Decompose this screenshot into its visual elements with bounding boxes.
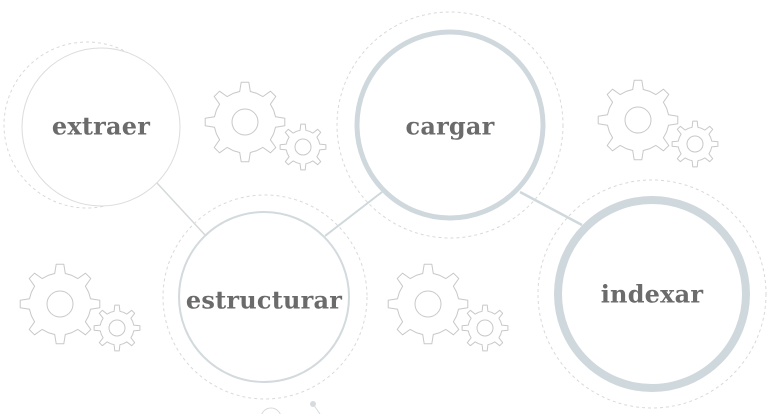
connector-estructurar-cargar bbox=[324, 191, 383, 237]
gear-icon-hole bbox=[294, 138, 312, 156]
node-label-extraer: extraer bbox=[51, 111, 151, 141]
gear-icon bbox=[597, 79, 679, 161]
ring-indexar bbox=[554, 196, 750, 392]
bottom-decoration bbox=[261, 401, 321, 414]
gear-decorations bbox=[19, 79, 719, 352]
gear-icon-hole bbox=[686, 135, 704, 153]
halo-cargar bbox=[336, 11, 564, 239]
gear-icon-hole bbox=[624, 106, 652, 134]
gear-icon bbox=[387, 263, 469, 345]
gear-icon-body bbox=[279, 123, 327, 171]
node-rings bbox=[21, 29, 750, 392]
connector-extraer-estructurar bbox=[156, 182, 206, 236]
gear-icon-hole bbox=[46, 290, 74, 318]
gear-icon-body bbox=[387, 263, 469, 345]
gear-icon bbox=[279, 123, 327, 171]
gear-icon-body bbox=[204, 81, 286, 163]
gear-icon-hole bbox=[414, 290, 442, 318]
node-label-estructurar: estructurar bbox=[185, 285, 343, 315]
node-label-indexar: indexar bbox=[600, 279, 704, 309]
gear-icon-body bbox=[597, 79, 679, 161]
gear-icon bbox=[19, 263, 101, 345]
gear-icon bbox=[671, 120, 719, 168]
small-ring-decoration bbox=[261, 407, 281, 414]
gear-icon-body bbox=[19, 263, 101, 345]
gear-icon-body bbox=[461, 304, 509, 352]
connector-cargar-indexar bbox=[519, 190, 583, 227]
gear-icon-hole bbox=[476, 319, 494, 337]
gear-icon-body bbox=[671, 120, 719, 168]
ring-estructurar bbox=[178, 211, 350, 383]
gear-icon bbox=[461, 304, 509, 352]
halo-indexar bbox=[537, 179, 767, 409]
ring-extraer bbox=[21, 47, 181, 207]
halo-estructurar bbox=[162, 194, 368, 400]
gear-icon-hole bbox=[108, 319, 126, 337]
gear-icon bbox=[93, 304, 141, 352]
ring-cargar bbox=[354, 29, 546, 221]
dot-tail-decoration bbox=[312, 403, 321, 414]
gear-icon-body bbox=[93, 304, 141, 352]
gear-icon bbox=[204, 81, 286, 163]
gear-icon-hole bbox=[231, 108, 259, 136]
connectors bbox=[156, 182, 583, 237]
node-label-cargar: cargar bbox=[405, 111, 495, 141]
